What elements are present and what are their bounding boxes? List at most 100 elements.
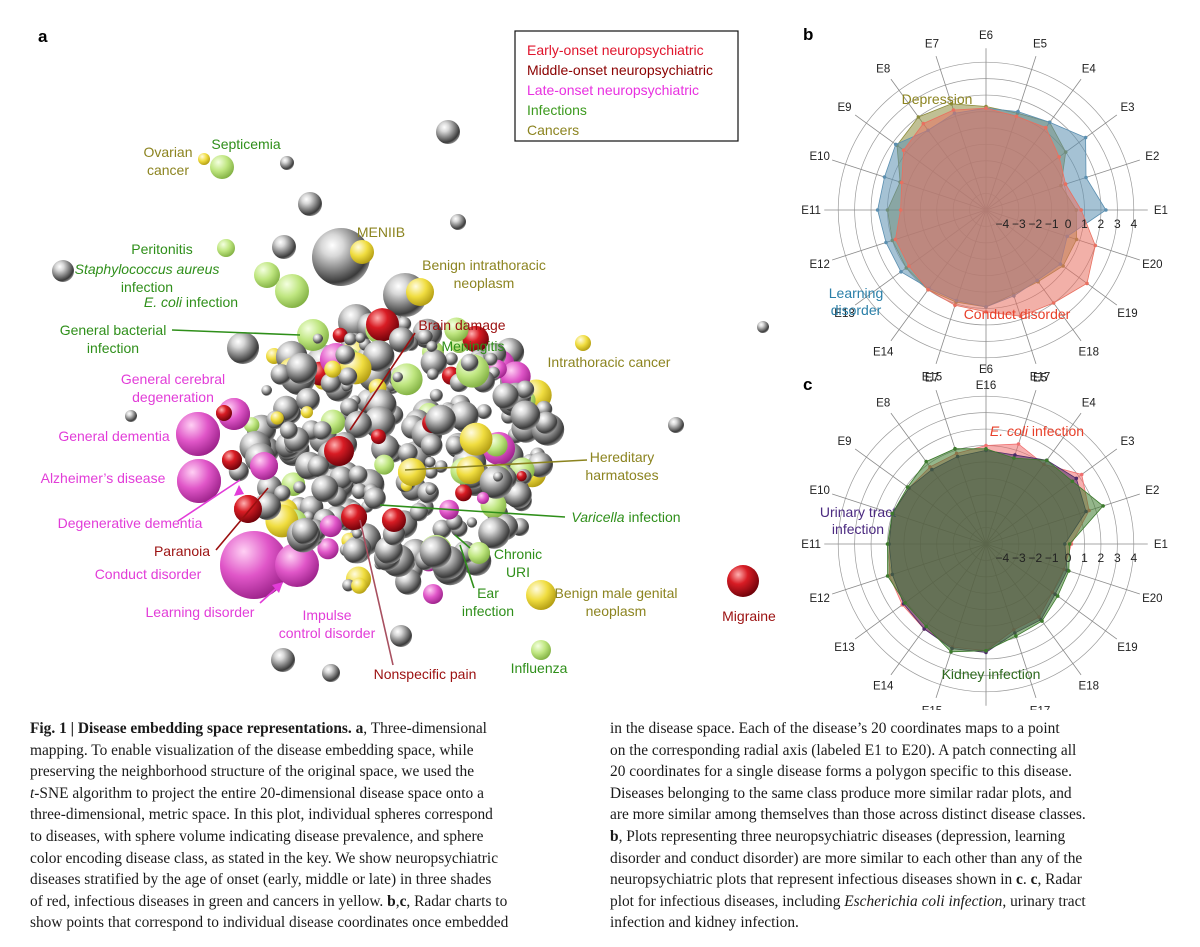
radar-axis-label: E20 bbox=[1142, 259, 1162, 271]
radar-axis-label: E2 bbox=[1145, 151, 1159, 163]
radar-point bbox=[899, 270, 903, 274]
radar-point bbox=[1074, 476, 1079, 481]
caption-line: show points that correspond to individua… bbox=[30, 914, 509, 932]
radar-axis-label: E12 bbox=[809, 259, 829, 271]
disease-sphere bbox=[177, 459, 221, 503]
disease-sphere bbox=[341, 504, 367, 530]
disease-sphere bbox=[450, 214, 466, 230]
disease-sphere bbox=[363, 406, 396, 439]
disease-label: Conduct disorder bbox=[95, 566, 202, 582]
disease-sphere bbox=[320, 372, 342, 394]
caption-line: three-dimensional, metric space. In this… bbox=[30, 806, 493, 824]
caption-line: b, Plots representing three neuropsychia… bbox=[610, 827, 1066, 845]
disease-sphere bbox=[227, 332, 259, 364]
disease-label: Brain damage bbox=[418, 317, 505, 333]
caption-line: of red, infectious diseases in green and… bbox=[30, 892, 508, 910]
radar-axis-label: E10 bbox=[809, 151, 829, 163]
radar-point bbox=[890, 511, 895, 516]
radar-axis-label: E17 bbox=[1030, 371, 1050, 383]
disease-sphere bbox=[484, 352, 498, 366]
disease-sphere bbox=[424, 456, 436, 468]
disease-sphere bbox=[427, 368, 439, 381]
radar-tick-label: −4 bbox=[996, 551, 1010, 565]
radar-axis-label: E7 bbox=[925, 39, 939, 51]
disease-sphere bbox=[296, 387, 320, 412]
disease-sphere bbox=[176, 412, 220, 456]
disease-sphere bbox=[332, 327, 348, 343]
disease-sphere bbox=[352, 528, 363, 539]
radar-point bbox=[1055, 594, 1060, 598]
radar-point bbox=[1083, 135, 1088, 140]
disease-sphere bbox=[477, 492, 489, 504]
radar-point bbox=[1067, 569, 1071, 573]
radar-point bbox=[898, 208, 903, 212]
leader-line bbox=[379, 504, 566, 518]
radar-point bbox=[1016, 109, 1020, 114]
disease-sphere bbox=[311, 475, 339, 503]
caption-line: preserving the neighborhood structure of… bbox=[30, 763, 475, 781]
radar-tick-label: 3 bbox=[1114, 217, 1121, 231]
radar-axis-label: E13 bbox=[834, 642, 854, 654]
disease-label: Septicemia bbox=[211, 136, 280, 152]
disease-label: Nonspecific pain bbox=[374, 666, 477, 682]
disease-sphere bbox=[526, 580, 556, 610]
radar-point bbox=[1085, 281, 1089, 286]
disease-sphere bbox=[420, 434, 443, 457]
disease-sphere bbox=[275, 543, 319, 587]
leader-line bbox=[459, 544, 475, 589]
radar-point bbox=[951, 108, 956, 112]
disease-sphere bbox=[125, 410, 137, 422]
radar-point bbox=[1016, 442, 1021, 446]
radar-axis-label: E4 bbox=[1082, 64, 1097, 76]
radar-axis-label: E15 bbox=[922, 705, 942, 710]
radar-panel-b: b E1E2E3E4E5E6E7E8E9E10E11E12E13E14E15E1… bbox=[801, 25, 1168, 392]
radar-axis-label: E7 bbox=[925, 373, 939, 385]
disease-sphere bbox=[275, 274, 309, 308]
radar-tick-label: 1 bbox=[1081, 217, 1088, 231]
disease-sphere bbox=[279, 421, 298, 440]
radar-axis-label: E15 bbox=[922, 371, 942, 383]
caption-line: color encoding disease class, as stated … bbox=[30, 849, 499, 867]
radar-point bbox=[984, 447, 988, 451]
radar-point bbox=[905, 485, 910, 489]
radar-axis-label: E2 bbox=[1145, 485, 1159, 497]
disease-sphere bbox=[388, 327, 415, 353]
caption-line: neuropsychiatric plots that represent in… bbox=[610, 871, 1082, 889]
disease-sphere bbox=[291, 517, 319, 545]
radar-tick-label: 1 bbox=[1081, 551, 1088, 565]
radar-point bbox=[875, 208, 880, 212]
caption-line: infection and kidney infection. bbox=[610, 914, 799, 932]
radar-axis-label: E19 bbox=[1117, 642, 1137, 654]
disease-label: E. coli infection bbox=[144, 294, 238, 310]
radar-panel-c: c E1E2E3E4E5E6E7E8E9E10E11E12E13E14E15E1… bbox=[801, 364, 1168, 710]
radar-point bbox=[1063, 182, 1068, 186]
radar-point bbox=[1012, 456, 1016, 460]
radar-axis-label: E4 bbox=[1082, 398, 1097, 410]
disease-sphere bbox=[270, 411, 284, 425]
radar-point bbox=[1018, 314, 1023, 319]
disease-sphere bbox=[398, 458, 426, 486]
radar-point bbox=[1040, 619, 1044, 623]
radar-series-label: E. coli infection bbox=[990, 423, 1084, 439]
panel-a-label: a bbox=[38, 27, 48, 46]
disease-sphere bbox=[444, 317, 469, 342]
radar-tick-label: 4 bbox=[1130, 551, 1137, 565]
radar-axis-label: E1 bbox=[1154, 205, 1168, 217]
disease-sphere bbox=[426, 341, 438, 352]
disease-sphere bbox=[297, 319, 329, 351]
caption-right-column: in the disease space. Each of the diseas… bbox=[610, 718, 1170, 934]
radar-axis-label: E1 bbox=[1154, 539, 1168, 551]
radar-point bbox=[984, 106, 988, 110]
disease-sphere bbox=[390, 625, 412, 647]
disease-sphere bbox=[419, 536, 452, 568]
disease-sphere bbox=[312, 333, 323, 344]
disease-sphere bbox=[210, 155, 234, 179]
radar-point bbox=[1044, 125, 1048, 130]
disease-sphere bbox=[222, 450, 242, 470]
disease-sphere bbox=[462, 325, 489, 353]
radar-axis-label: E18 bbox=[1079, 346, 1099, 358]
radar-axis-label: E11 bbox=[801, 205, 821, 217]
disease-sphere bbox=[324, 360, 342, 378]
